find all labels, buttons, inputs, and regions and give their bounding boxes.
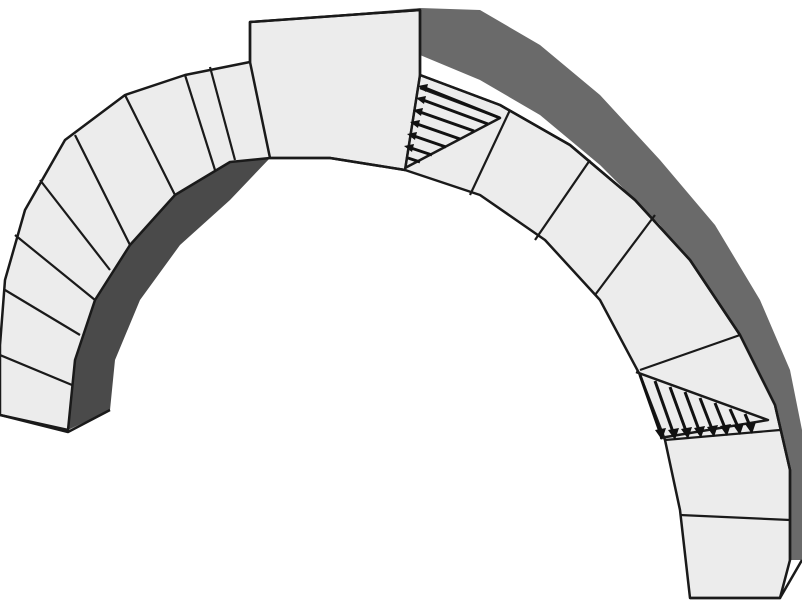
- masonry-arch-diagram: [0, 0, 802, 608]
